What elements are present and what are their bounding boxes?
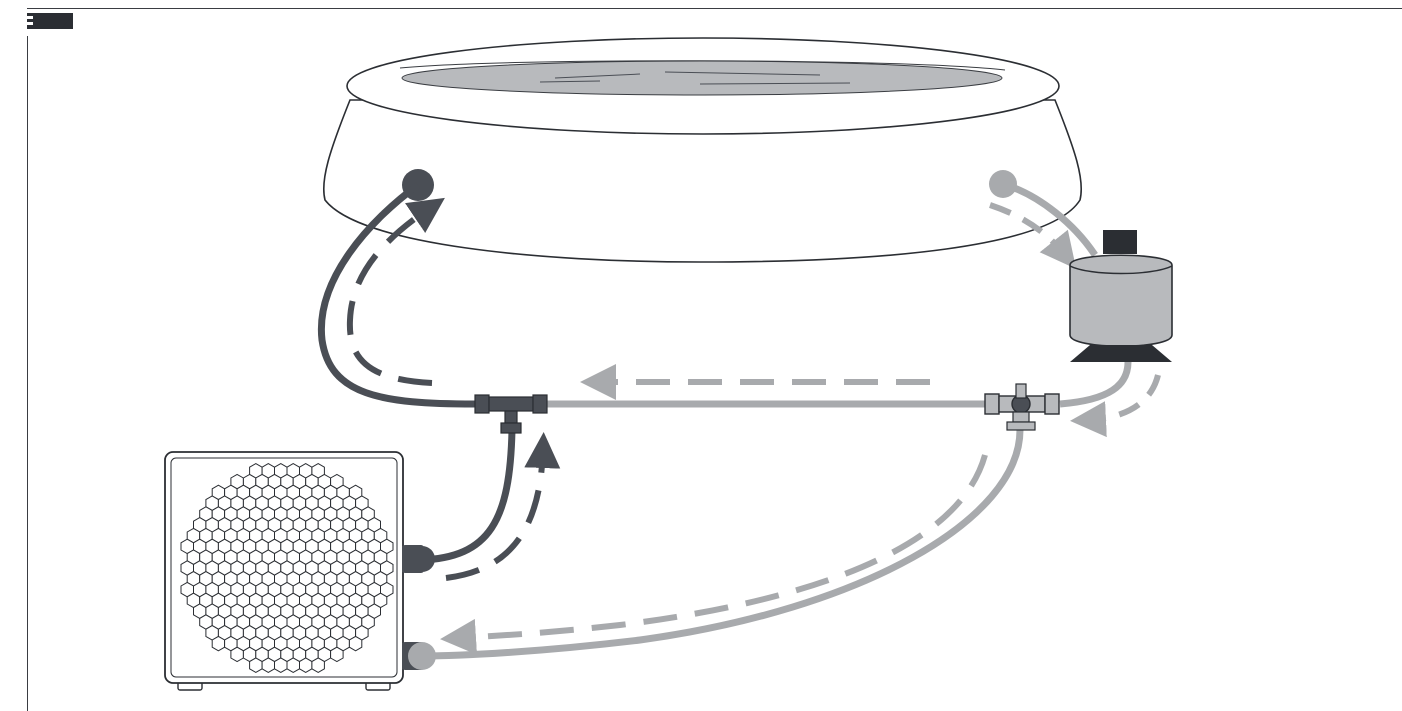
flow-arrow-outlet: [989, 202, 1077, 270]
tee-bottom-port: [500, 422, 522, 434]
corner-tab-icon: [27, 13, 73, 29]
valve-handle: [1015, 383, 1027, 399]
heat-pump-inlet-cap: [408, 642, 436, 670]
flow-arrow-to-pool: [346, 197, 445, 386]
filter-pump-cap: [1103, 230, 1137, 254]
grille-hexagon: [286, 657, 300, 673]
filter-pump-base: [1070, 345, 1172, 362]
water-ripple-1: [554, 73, 641, 79]
filter-pump-band: [1069, 265, 1173, 275]
pipe-tee-to-pool: [317, 182, 476, 408]
pipe-heatpump-to-tee: [419, 429, 516, 564]
valve-bottom-port: [1006, 421, 1036, 431]
grille-hexagon: [274, 657, 288, 673]
frame-left-rule: [27, 36, 28, 711]
heat-pump-inner-frame: [170, 457, 398, 678]
heat-pump: [164, 451, 436, 691]
tee-left-port: [474, 394, 490, 414]
grille-hexagon: [211, 635, 226, 652]
grille-hexagon: [348, 635, 363, 652]
pipe-outlet-to-filter: [1001, 180, 1098, 257]
valve-left-port: [984, 393, 1000, 415]
tee-right-port: [532, 394, 548, 414]
grille-hexagon: [249, 657, 263, 673]
pool-inner-line: [399, 60, 1006, 71]
pool-water: [401, 60, 1003, 96]
water-ripple-2: [664, 71, 821, 76]
heat-pump-outlet-cap: [409, 546, 435, 572]
tee-bottom-stem: [504, 410, 518, 424]
valve-right-port: [1044, 393, 1060, 415]
grille-hexagon: [261, 657, 275, 673]
tee-body: [488, 396, 534, 412]
flow-arrow-from-heatpump: [445, 432, 561, 581]
grille-hexagon: [330, 646, 344, 663]
pool: [322, 37, 1083, 263]
filter-pump: [1069, 230, 1173, 362]
tee-connector: [474, 394, 548, 434]
water-ripple-4: [699, 82, 851, 85]
water-ripple-3: [539, 80, 601, 83]
pool-body: [322, 99, 1083, 263]
three-way-valve: [984, 383, 1060, 431]
grille-hexagon: [311, 657, 325, 673]
frame-top-rule: [27, 8, 1402, 9]
hexagon-grille-icon: [180, 463, 394, 673]
flow-arrow-to-heatpump: [440, 454, 988, 655]
grille-hexagon: [299, 657, 313, 673]
filter-pump-tank: [1069, 254, 1173, 348]
valve-bottom-stem: [1012, 411, 1030, 423]
grille-hexagon: [230, 646, 244, 663]
pipe-filter-to-valve: [1059, 361, 1132, 408]
flow-arrow-filter: [1070, 374, 1161, 438]
pipe-valve-to-heatpump: [419, 429, 1024, 660]
